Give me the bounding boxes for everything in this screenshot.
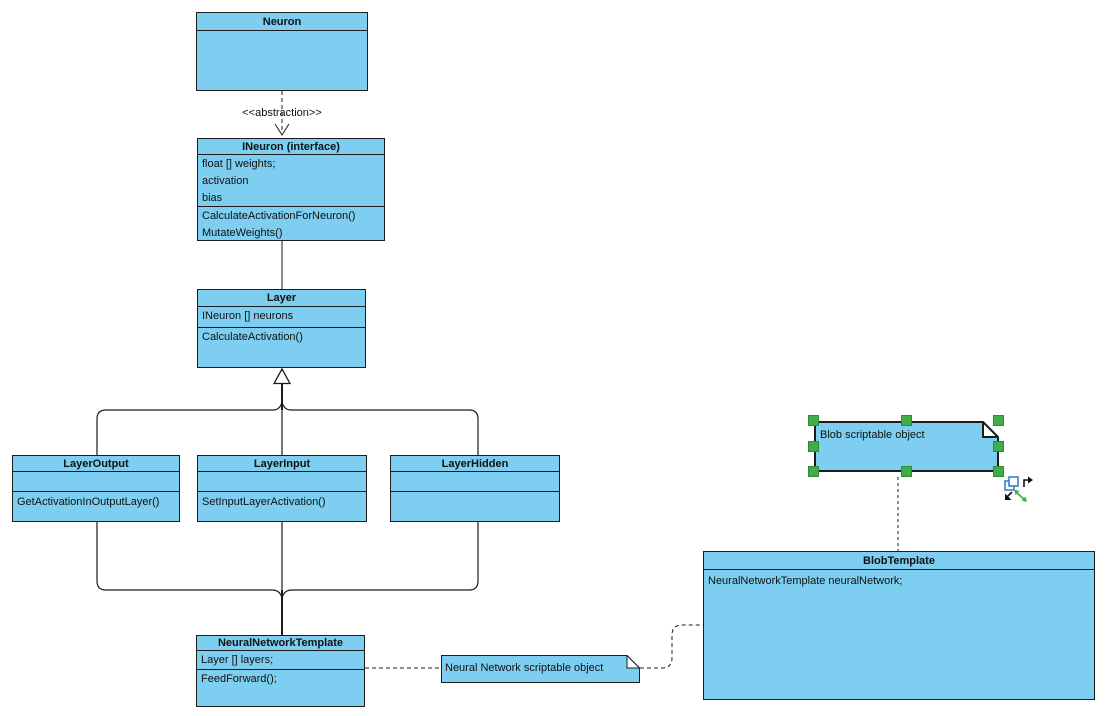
selection-handle-bottom-left[interactable] [808, 466, 819, 477]
selection-handle-top-middle[interactable] [901, 415, 912, 426]
edge-generalization-right-branch[interactable] [281, 401, 479, 455]
selection-handle-bottom-middle[interactable] [901, 466, 912, 477]
attribute-row: bias [202, 192, 223, 204]
note-blob-scriptable-object[interactable]: Blob scriptable object [814, 419, 1001, 472]
attribute-row: INeuron [] neurons [202, 310, 294, 322]
note-shape [441, 654, 641, 683]
attributes-section [198, 472, 366, 491]
method-row: CalculateActivation() [202, 331, 303, 343]
attributes-section [391, 472, 559, 491]
class-node-ineuron[interactable]: INeuron (interface) float [] weights; ac… [197, 138, 385, 241]
selection-handle-middle-left[interactable] [808, 441, 819, 452]
attributes-section [13, 472, 179, 491]
methods-section: CalculateActivationForNeuron() MutateWei… [198, 206, 384, 242]
attributes-section: INeuron [] neurons [198, 307, 365, 327]
class-title: INeuron (interface) [198, 139, 384, 155]
attribute-row: NeuralNetworkTemplate neuralNetwork; [708, 575, 903, 587]
edge-layeroutput-nnt[interactable] [96, 522, 283, 599]
class-node-layeroutput[interactable]: LayerOutput GetActivationInOutputLayer() [12, 455, 180, 522]
selection-hint-icons [1003, 474, 1035, 507]
class-title: NeuralNetworkTemplate [197, 636, 364, 651]
class-title: LayerOutput [13, 456, 179, 472]
edge-layerhidden-nnt[interactable] [281, 522, 479, 599]
selection-handle-top-left[interactable] [808, 415, 819, 426]
selection-handle-bottom-right[interactable] [993, 466, 1004, 477]
note-text: Blob scriptable object [820, 429, 925, 441]
methods-section: CalculateActivation() [198, 327, 365, 367]
class-node-layerinput[interactable]: LayerInput SetInputLayerActivation() [197, 455, 367, 522]
methods-section: FeedForward(); [197, 669, 364, 706]
generalization-triangle-arrowhead [272, 367, 292, 385]
methods-section: GetActivationInOutputLayer() [13, 491, 179, 521]
method-row: GetActivationInOutputLayer() [17, 496, 160, 508]
note-shape [814, 419, 1001, 472]
method-row: FeedForward(); [201, 673, 277, 685]
methods-section [391, 491, 559, 521]
connect-arrow-down-icon[interactable] [1005, 491, 1013, 500]
edge-abstraction-open-arrowhead [274, 123, 290, 136]
methods-section: SetInputLayerActivation() [198, 491, 366, 521]
note-text: Neural Network scriptable object [445, 662, 604, 674]
attribute-row: Layer [] layers; [201, 654, 274, 666]
class-node-neuralnetworktemplate[interactable]: NeuralNetworkTemplate Layer [] layers; F… [196, 635, 365, 707]
attribute-row: float [] weights; [202, 158, 276, 170]
class-title: BlobTemplate [704, 552, 1094, 570]
attributes-section: Layer [] layers; [197, 651, 364, 669]
class-title: Neuron [197, 13, 367, 31]
connect-arrow-up-icon[interactable] [1023, 476, 1033, 488]
class-title: LayerHidden [391, 456, 559, 472]
attributes-section: NeuralNetworkTemplate neuralNetwork; [704, 570, 1094, 699]
method-row: SetInputLayerActivation() [202, 496, 326, 508]
class-node-layerhidden[interactable]: LayerHidden [390, 455, 560, 522]
method-row: CalculateActivationForNeuron() [202, 210, 356, 222]
method-row: MutateWeights() [202, 227, 283, 239]
class-title: Layer [198, 290, 365, 307]
duplicate-icon[interactable] [1004, 476, 1019, 491]
class-body-empty [197, 31, 367, 90]
edge-generalization-left-branch[interactable] [96, 401, 283, 455]
class-node-blobtemplate[interactable]: BlobTemplate NeuralNetworkTemplate neura… [703, 551, 1095, 700]
class-title: LayerInput [198, 456, 366, 472]
selection-handle-middle-right[interactable] [993, 441, 1004, 452]
edge-note-to-blobtemplate[interactable] [640, 624, 703, 669]
class-node-neuron[interactable]: Neuron [196, 12, 368, 91]
note-neural-network-scriptable-object[interactable]: Neural Network scriptable object [441, 654, 641, 683]
class-node-layer[interactable]: Layer INeuron [] neurons CalculateActiva… [197, 289, 366, 368]
attribute-row: activation [202, 175, 249, 187]
abstraction-stereotype-label: <<abstraction>> [242, 107, 322, 119]
resize-diagonal-icon[interactable] [1014, 489, 1027, 503]
selection-handle-top-right[interactable] [993, 415, 1004, 426]
attributes-section: float [] weights; activation bias [198, 155, 384, 206]
